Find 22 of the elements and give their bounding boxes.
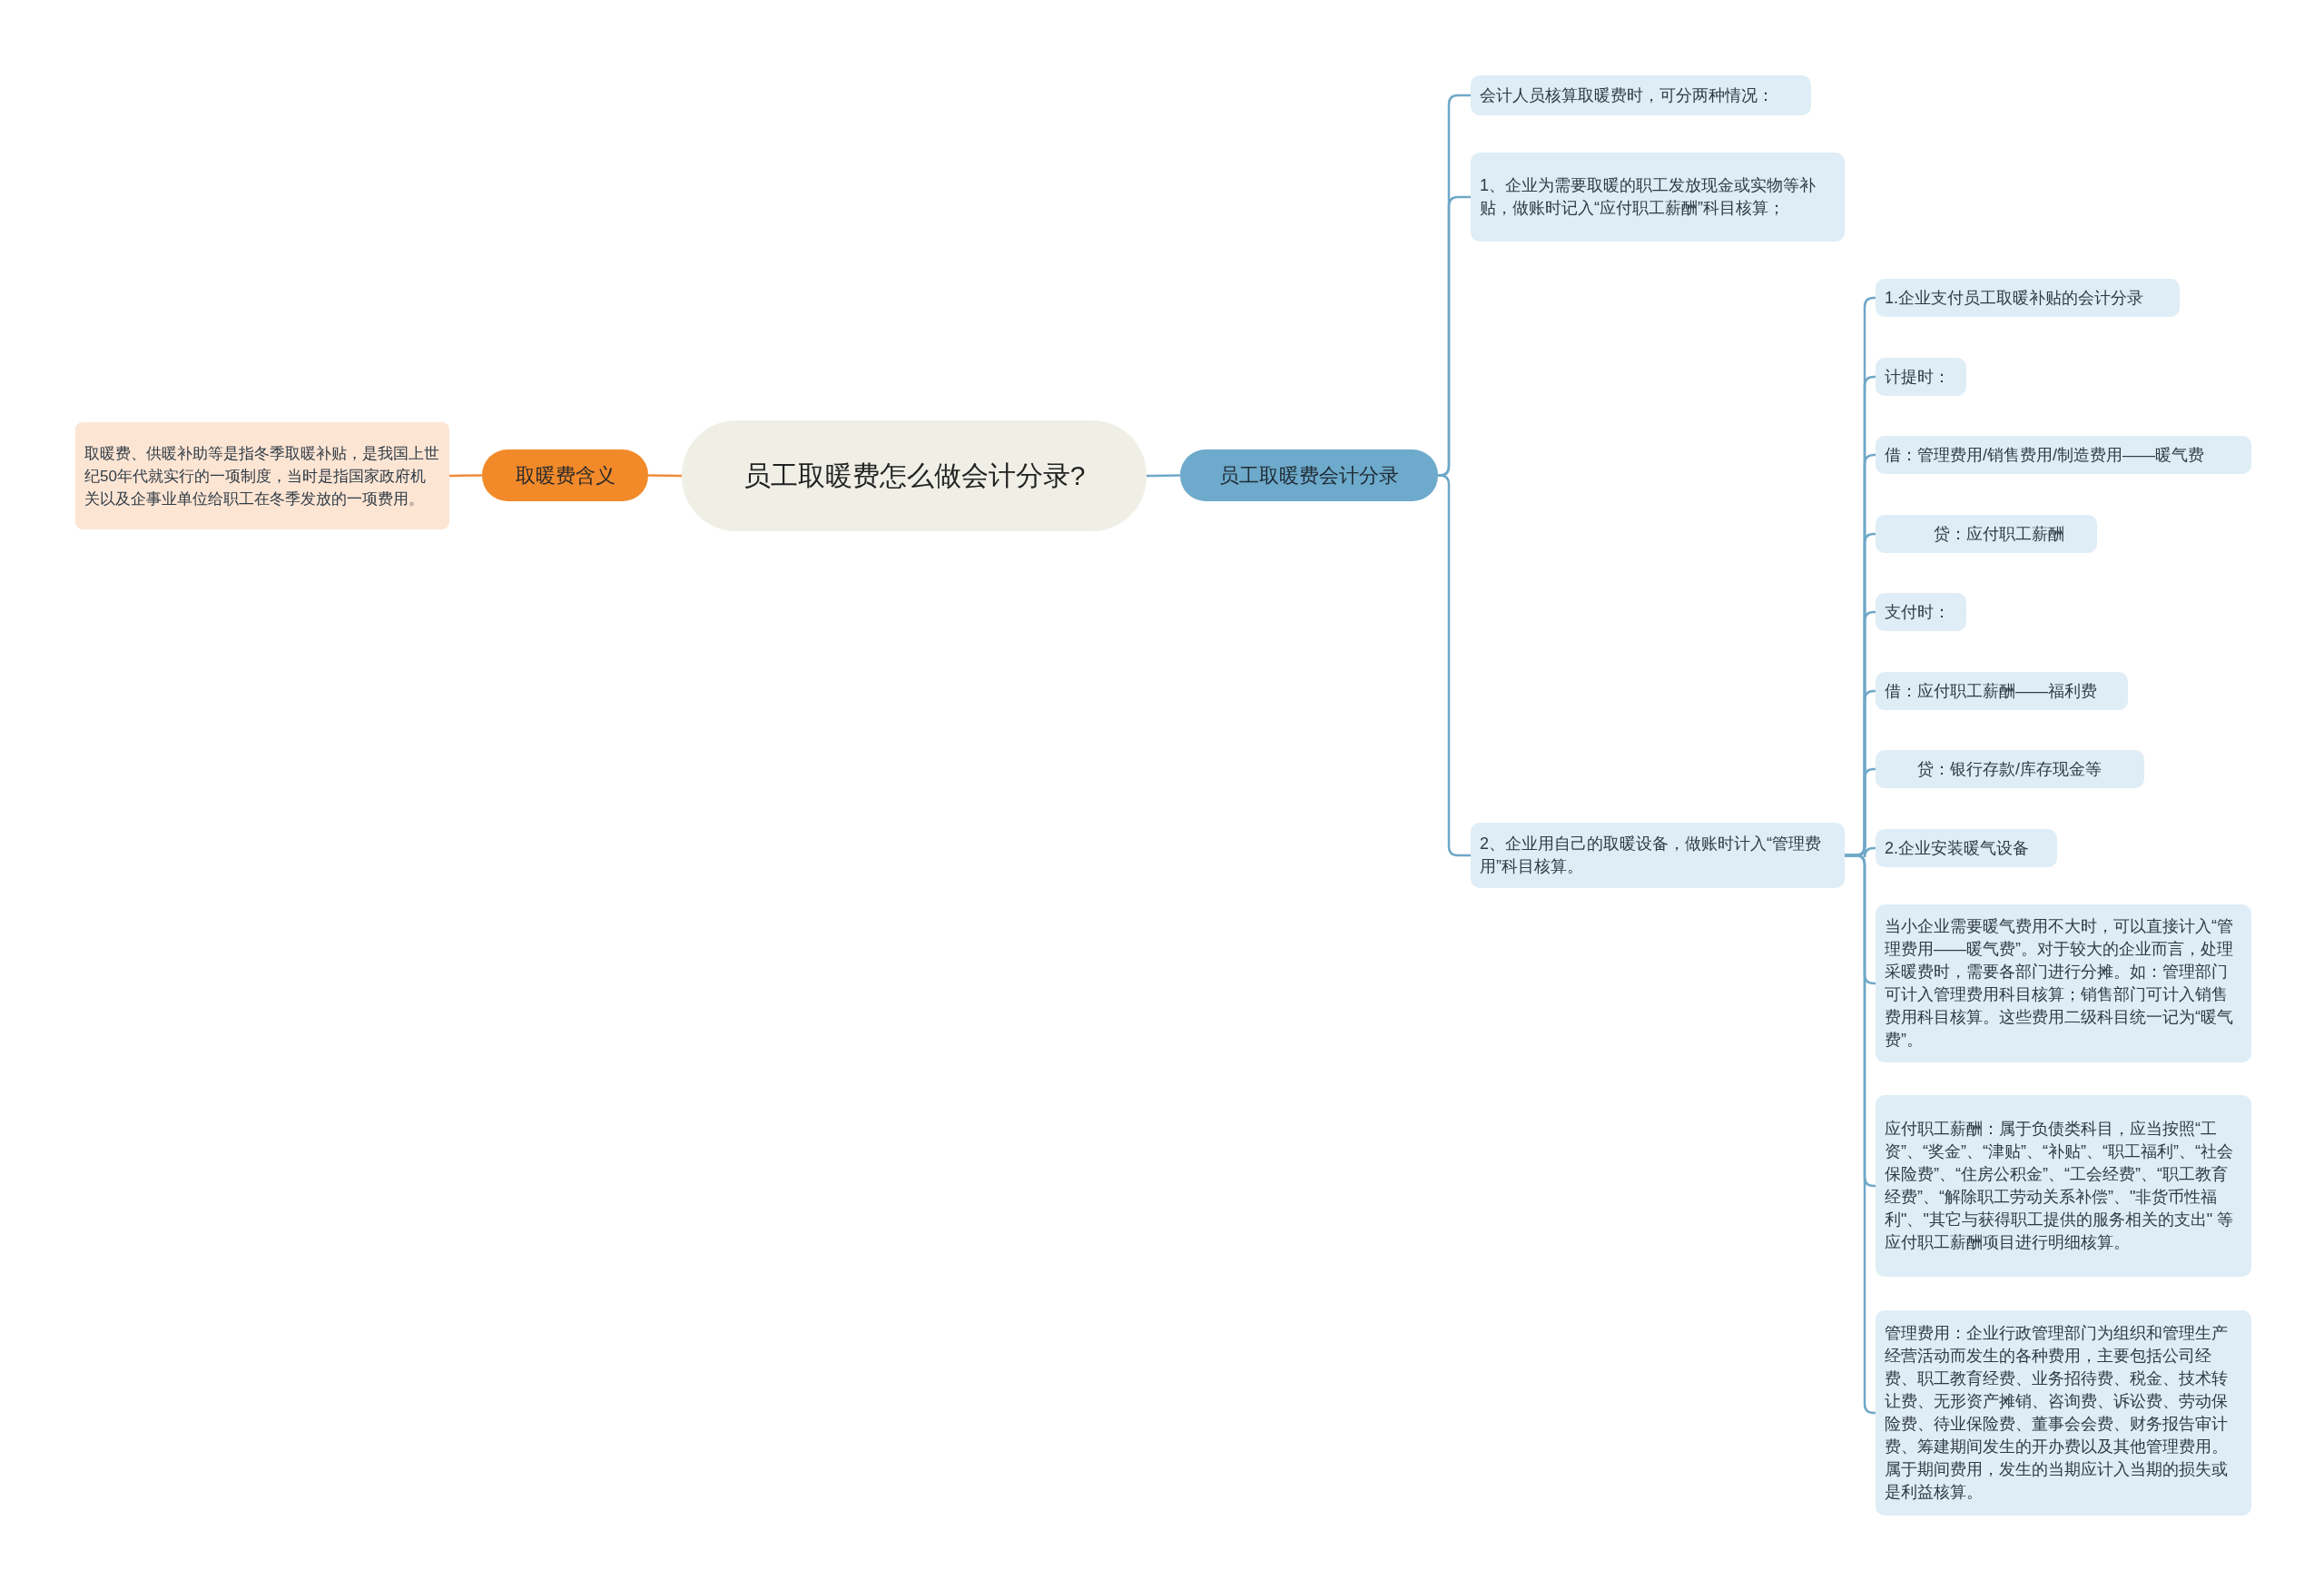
text-box: 2.企业安装暖气设备	[1876, 829, 2057, 867]
text-box: 贷：应付职工薪酬	[1876, 515, 2097, 553]
text-box: 当小企业需要暖气费用不大时，可以直接计入“管理费用——暖气费”。对于较大的企业而言，处理采暖费时，需要各部门进行分摊。如：管理部门可计入管理费用科目核算；销售部门可计入销售费用科目核算。这些费用二级科目统一记为“暖气费”。	[1876, 904, 2251, 1062]
text-box: 1、企业为需要取暖的职工发放现金或实物等补贴，做账时记入“应付职工薪酬”科目核算；	[1471, 153, 1845, 242]
text-box: 2、企业用自己的取暖设备，做账时计入“管理费用”科目核算。	[1471, 823, 1845, 888]
description-box: 取暖费、供暖补助等是指冬季取暖补贴，是我国上世纪50年代就实行的一项制度，当时是指国家政府机关以及企事业单位给职工在冬季发放的一项费用。	[75, 422, 449, 529]
text-box: 支付时：	[1876, 593, 1966, 631]
text-box: 计提时：	[1876, 358, 1966, 396]
text-box: 1.企业支付员工取暖补贴的会计分录	[1876, 279, 2180, 317]
text-box: 会计人员核算取暖费时，可分两种情况：	[1471, 75, 1811, 115]
text-box: 借：应付职工薪酬——福利费	[1876, 672, 2128, 710]
connector-line	[1147, 474, 1180, 478]
text-box: 贷：银行存款/库存现金等	[1876, 750, 2144, 788]
connector-line	[648, 474, 682, 478]
topic-pill: 员工取暖费会计分录	[1180, 449, 1438, 501]
text-box: 借：管理费用/销售费用/制造费用——暖气费	[1876, 436, 2251, 474]
text-box: 应付职工薪酬：属于负债类科目，应当按照“工资”、“奖金”、“津贴”、“补贴”、“职工福利”、“社会保险费”、“住房公积金”、“工会经费”、“职工教育经费”、“解除职工劳动关系补偿”、"非货币性福利"、"其它与获得职工提供的服务相关的支出" 等应付职工薪酬项目进行明细核算。	[1876, 1095, 2251, 1277]
connector-line	[449, 474, 482, 478]
central-topic: 员工取暖费怎么做会计分录?	[682, 420, 1147, 531]
connector-line	[1437, 474, 1471, 857]
text-box: 管理费用：企业行政管理部门为组织和管理生产经营活动而发生的各种费用，主要包括公司经费、职工教育经费、业务招待费、税金、技术转让费、无形资产摊销、咨询费、诉讼费、劳动保险费、待业保险费、董事会会费、财务报告审计费、筹建期间发生的开办费以及其他管理费用。属于期间费用，发生的当期应计入当期的损失或是利益核算。	[1876, 1310, 2251, 1516]
topic-pill: 取暖费含义	[482, 449, 648, 501]
